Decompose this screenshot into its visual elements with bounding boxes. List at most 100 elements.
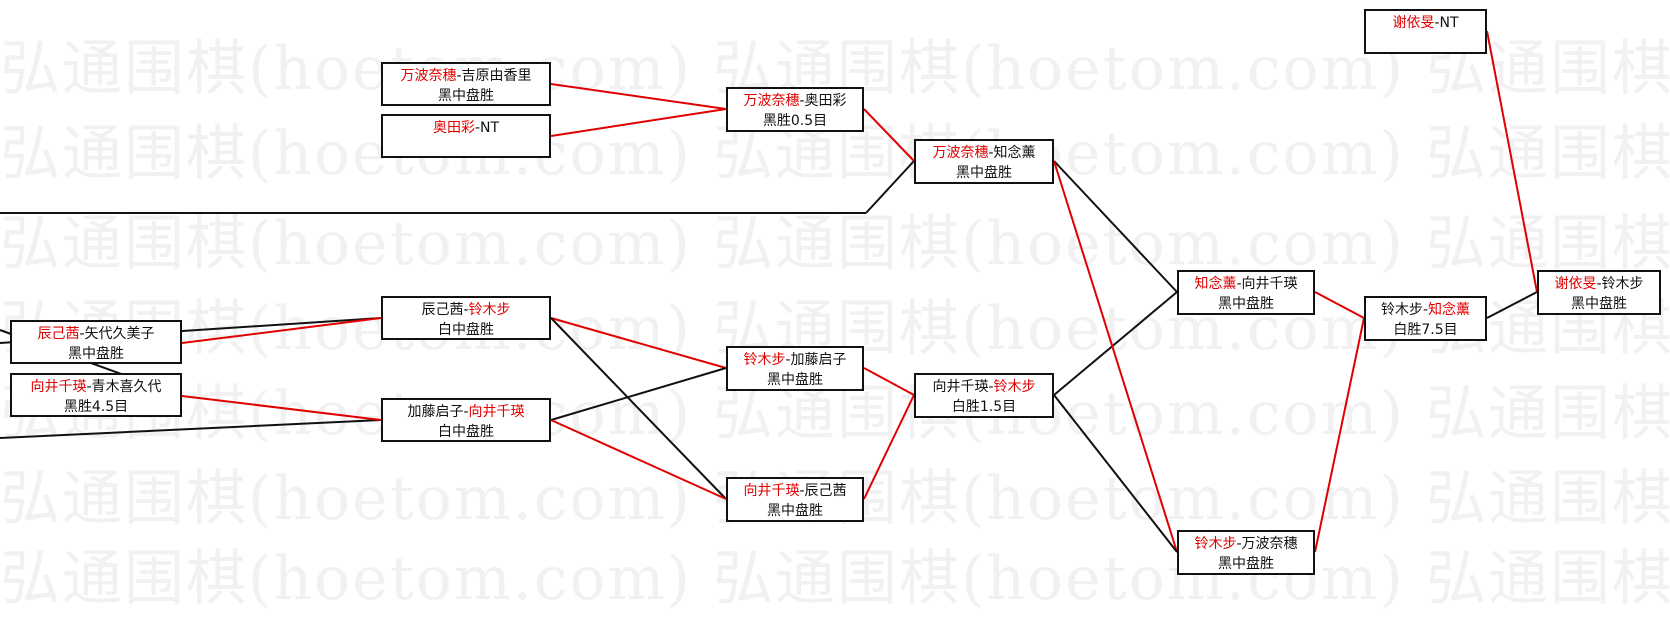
match-box-m2: 奥田彩-NT	[381, 114, 551, 158]
player-one: 铃木步	[1380, 302, 1423, 318]
match-result: 黑中盘胜	[956, 165, 1012, 181]
pair-separator: -	[463, 302, 469, 318]
winner-connector	[181, 317, 382, 344]
match-result: 黑中盘胜	[438, 88, 494, 104]
player-one: 谢依旻	[1554, 276, 1597, 292]
pair-separator: -	[785, 352, 791, 368]
player-one: 铃木步	[743, 352, 786, 368]
match-box-m1: 万波奈穗-吉原由香里黑中盘胜	[381, 62, 551, 106]
loser-connector	[865, 160, 915, 214]
match-result: 黑中盘胜	[1571, 296, 1627, 312]
match-pairing: 加藤启子-向井千瑛	[383, 402, 549, 422]
match-result: 白胜7.5目	[1393, 322, 1458, 338]
player-two: 青木喜久代	[91, 379, 162, 395]
player-one: 奥田彩	[432, 120, 475, 136]
match-result: 白胜1.5目	[951, 399, 1017, 415]
winner-connector	[863, 108, 915, 162]
match-pairing: 万波奈穗-知念薰	[916, 143, 1052, 163]
player-one: 辰己茜	[421, 302, 464, 318]
player-two: 万波奈穗	[1241, 536, 1298, 552]
player-two: 辰己茜	[804, 483, 847, 499]
player-two: 加藤启子	[790, 352, 847, 368]
winner-connector	[1053, 160, 1178, 553]
loser-connector	[550, 317, 727, 500]
loser-connector	[1053, 160, 1178, 293]
match-pairing: 谢依旻-铃木步	[1539, 274, 1659, 294]
pair-separator: -	[86, 379, 92, 395]
match-box-m8: 万波奈穗-知念薰黑中盘胜	[914, 139, 1054, 184]
bracket-diagram: 弘通围棋(hoetom.com) 弘通围棋(hoetom.com) 弘通围棋(h…	[0, 9, 1670, 614]
player-one: 万波奈穗	[400, 68, 457, 84]
match-result: 白中盘胜	[438, 322, 494, 338]
player-one: 向井千瑛	[932, 379, 989, 395]
player-two: 铃木步	[993, 379, 1036, 395]
player-two: 吉原由香里	[461, 68, 532, 84]
match-pairing: 辰己茜-铃木步	[383, 300, 549, 320]
winner-connector	[863, 394, 915, 500]
match-pairing: 奥田彩-NT	[383, 118, 549, 138]
pair-separator: -	[463, 404, 469, 420]
watermark-row: 弘通围棋(hoetom.com) 弘通围棋(hoetom.com) 弘通围棋(h…	[0, 209, 1670, 279]
player-two: NT	[1439, 15, 1459, 31]
match-box-m16: 谢依旻-铃木步黑中盘胜	[1537, 270, 1661, 315]
loser-connector	[1486, 291, 1538, 319]
match-result: 黑胜0.5目	[762, 113, 828, 129]
player-two: 铃木步	[1601, 276, 1644, 292]
player-one: 加藤启子	[407, 404, 464, 420]
match-result: 白中盘胜	[438, 424, 494, 440]
winner-connector	[181, 395, 382, 421]
match-box-m14: 谢依旻-NT	[1364, 9, 1487, 54]
winner-connector	[550, 108, 727, 137]
match-result: 黑中盘胜	[1218, 556, 1274, 572]
match-pairing: 铃木步-知念薰	[1366, 300, 1485, 320]
player-two: 奥田彩	[804, 93, 847, 109]
match-pairing: 向井千瑛-辰己茜	[728, 481, 862, 501]
match-box-m13: 铃木步-万波奈穗黑中盘胜	[1177, 530, 1315, 575]
pair-separator: -	[988, 379, 994, 395]
player-one: 铃木步	[1194, 536, 1237, 552]
match-result: 黑中盘胜	[767, 503, 823, 519]
pair-separator: -	[1434, 15, 1440, 31]
match-box-m9: 铃木步-加藤启子黑中盘胜	[726, 346, 864, 391]
winner-connector	[550, 83, 727, 110]
match-pairing: 向井千瑛-铃木步	[916, 377, 1052, 397]
match-box-m3: 辰己茜-矢代久美子黑中盘胜	[10, 320, 182, 364]
match-pairing: 铃木步-加藤启子	[728, 350, 862, 370]
loser-connector	[1053, 291, 1178, 396]
pair-separator: -	[799, 93, 805, 109]
match-box-m15: 铃木步-知念薰白胜7.5目	[1364, 296, 1487, 341]
player-two: 向井千瑛	[468, 404, 525, 420]
winner-connector	[1314, 317, 1365, 553]
winner-connector	[550, 419, 727, 500]
match-pairing: 万波奈穗-奥田彩	[728, 91, 862, 111]
player-one: 谢依旻	[1392, 15, 1435, 31]
player-two: 矢代久美子	[84, 326, 155, 342]
loser-connector	[550, 367, 727, 421]
winner-connector	[863, 367, 915, 396]
pair-separator: -	[1596, 276, 1602, 292]
match-pairing: 谢依旻-NT	[1366, 13, 1485, 33]
player-one: 辰己茜	[37, 326, 80, 342]
match-pairing: 向井千瑛-青木喜久代	[12, 377, 180, 397]
winner-connector	[1314, 291, 1365, 319]
loser-connector	[1053, 394, 1178, 553]
match-box-m4: 向井千瑛-青木喜久代黑胜4.5目	[10, 373, 182, 417]
pair-separator: -	[1236, 276, 1242, 292]
player-two: 向井千瑛	[1241, 276, 1298, 292]
pair-separator: -	[456, 68, 462, 84]
pair-separator: -	[799, 483, 805, 499]
player-one: 万波奈穗	[743, 93, 800, 109]
match-result: 黑中盘胜	[767, 372, 823, 388]
winner-connector	[550, 317, 727, 369]
player-one: 向井千瑛	[30, 379, 87, 395]
player-two: NT	[480, 120, 500, 136]
match-pairing: 万波奈穗-吉原由香里	[383, 66, 549, 86]
pair-separator: -	[988, 145, 994, 161]
match-result: 黑胜4.5目	[63, 399, 129, 415]
player-two: 铃木步	[468, 302, 511, 318]
match-pairing: 铃木步-万波奈穗	[1179, 534, 1313, 554]
match-box-m6: 辰己茜-铃木步白中盘胜	[381, 296, 551, 340]
match-box-m5: 万波奈穗-奥田彩黑胜0.5目	[726, 87, 864, 132]
player-one: 向井千瑛	[743, 483, 800, 499]
pair-separator: -	[1422, 302, 1429, 318]
